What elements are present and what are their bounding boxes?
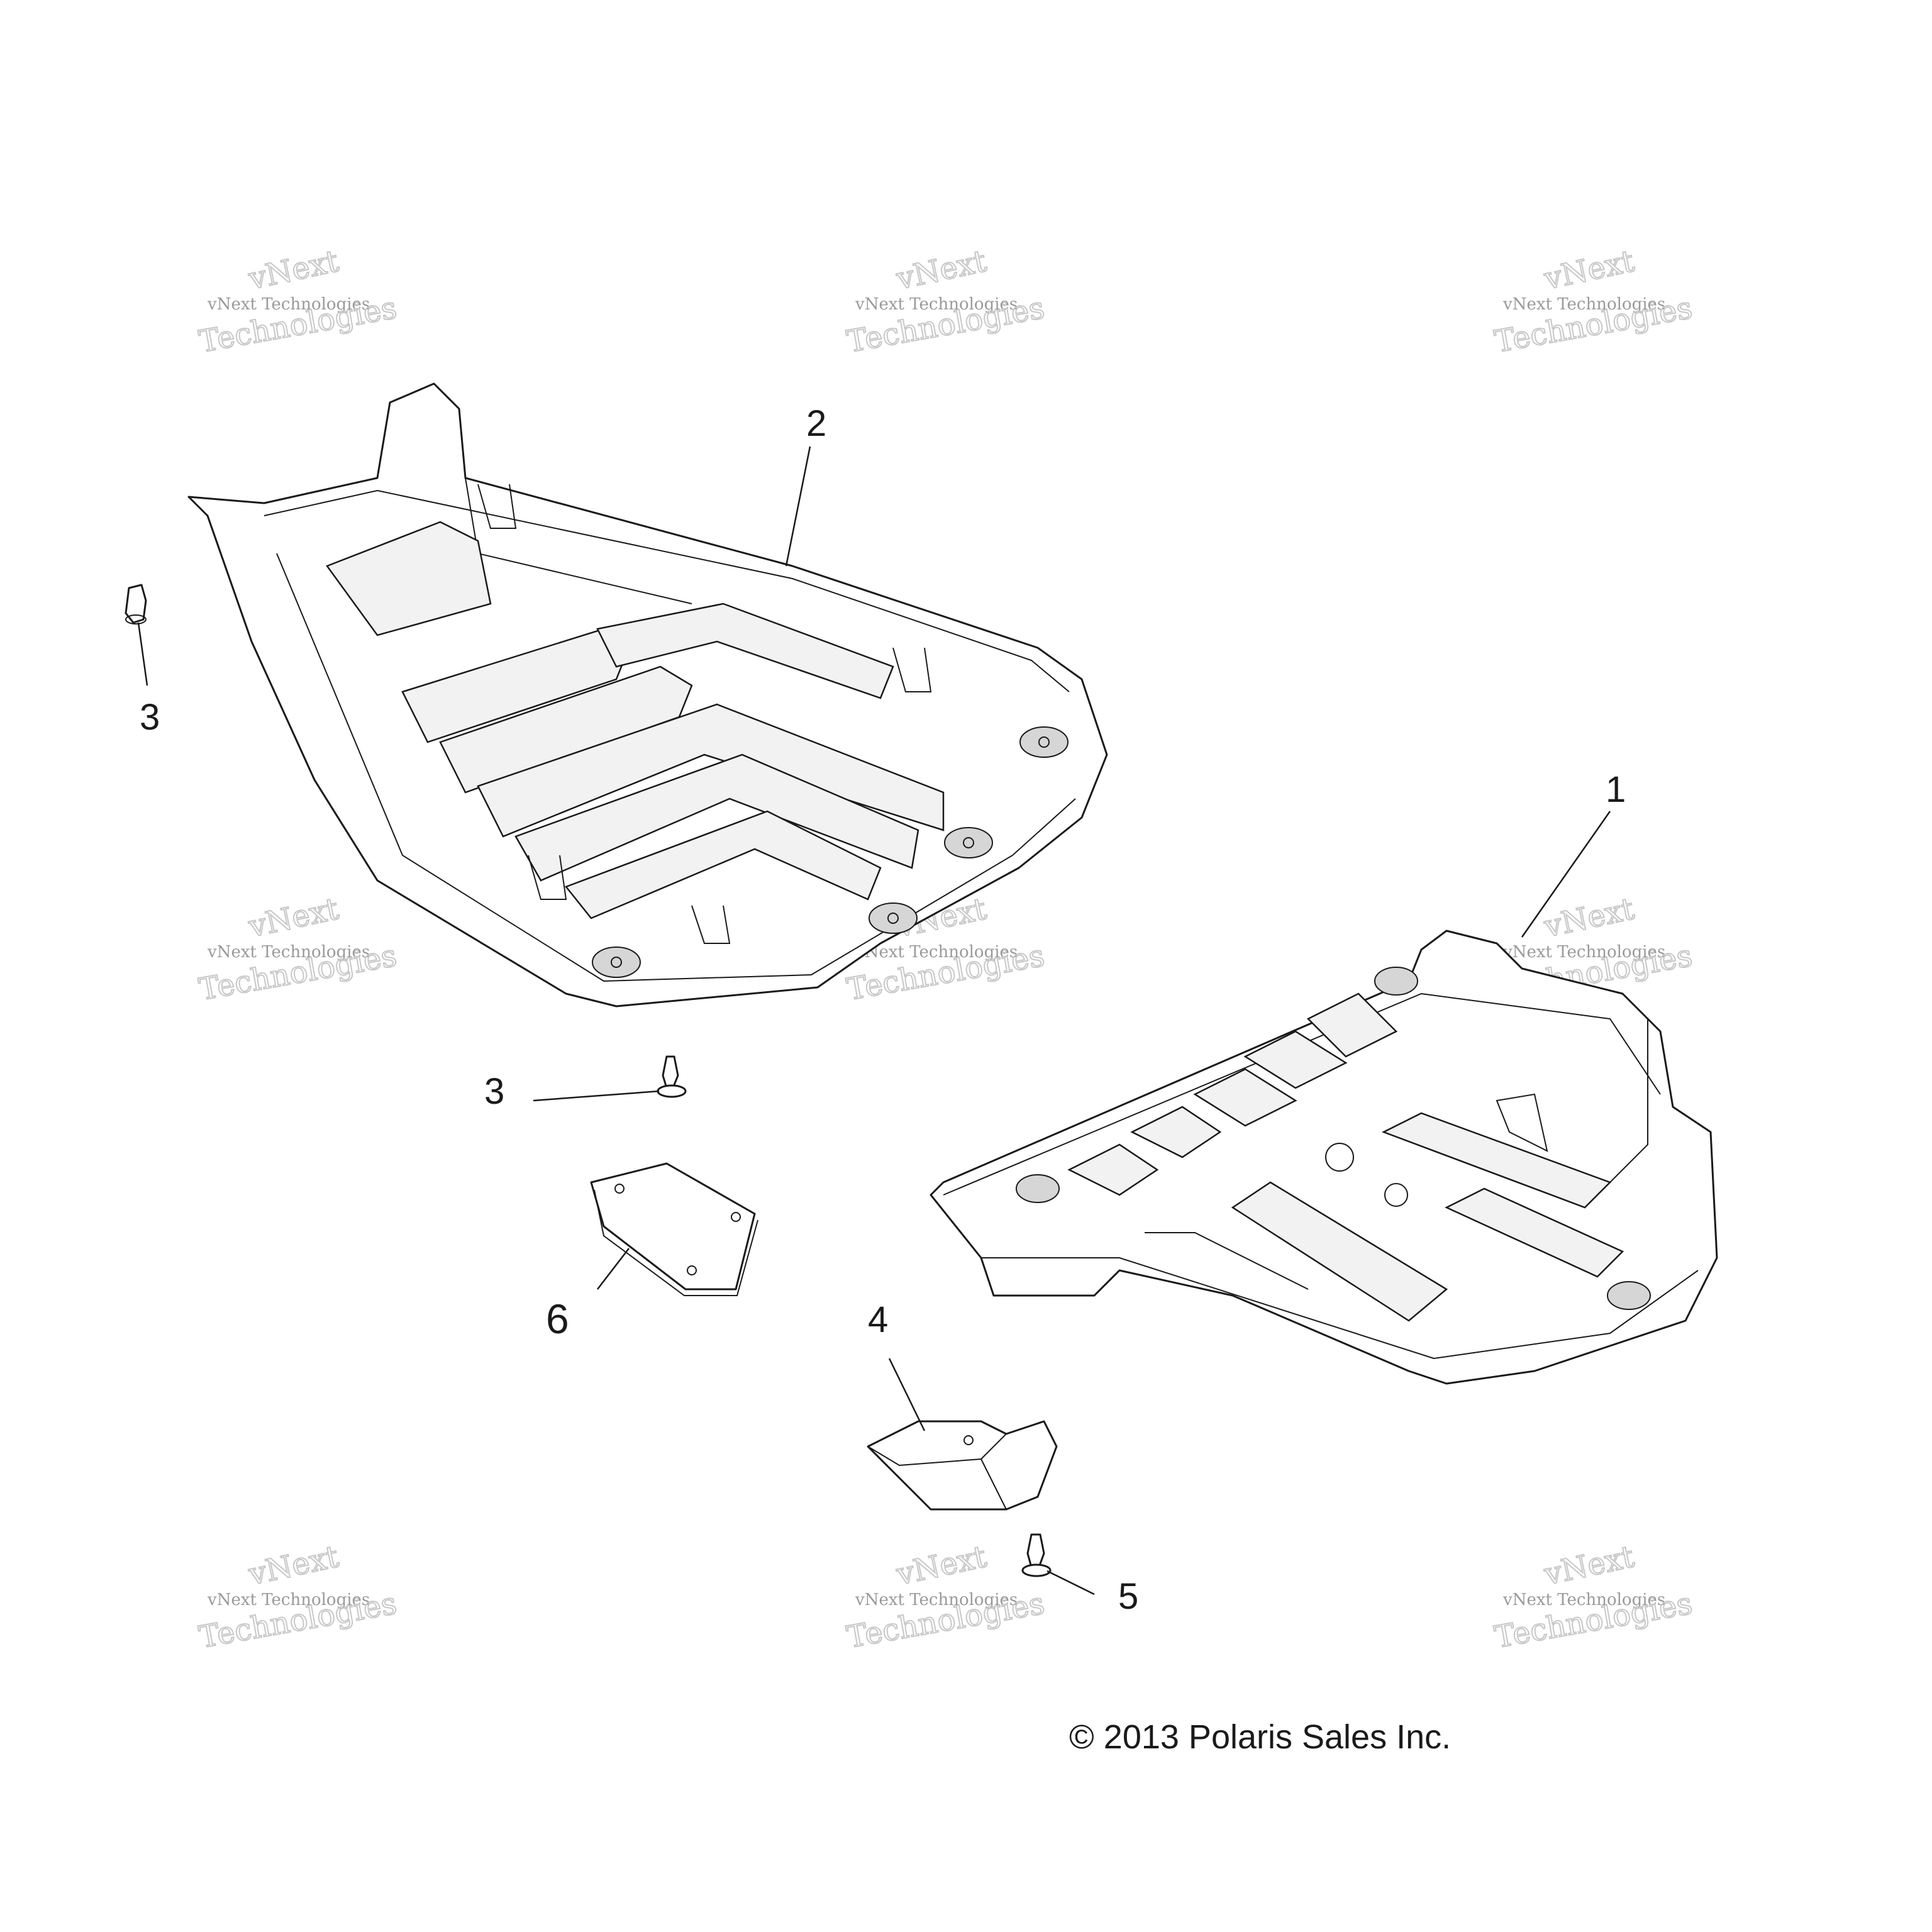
- fastener-center: [657, 1055, 687, 1098]
- watermark-text: vNext Technologies: [207, 1591, 370, 1609]
- watermark-text: vNext Technologies: [1502, 295, 1665, 314]
- watermark-text: vNext: [245, 1539, 341, 1592]
- callout-5: 5: [1118, 1576, 1138, 1617]
- skid-plate-front: [187, 382, 1108, 1008]
- watermark-text: vNext Technologies: [207, 295, 370, 314]
- watermark-text: vNext: [893, 243, 989, 297]
- callout-2: 2: [806, 403, 826, 444]
- copyright-text: © 2013 Polaris Sales Inc.: [1069, 1718, 1451, 1756]
- small-guard: [867, 1420, 1058, 1511]
- skid-plate-rear: [930, 930, 1718, 1385]
- leader-lines: [137, 446, 1611, 1596]
- watermark-text: vNext Technologies: [207, 943, 370, 962]
- watermark-text: vNext: [1541, 243, 1637, 297]
- watermark-text: vNext Technologies: [855, 1591, 1018, 1609]
- watermark-text: vNext Technologies: [855, 295, 1018, 314]
- rear-plate-ribs: [1067, 992, 1624, 1322]
- watermark-text: vNext: [893, 1539, 989, 1592]
- watermark-text: vNext Technologies: [1502, 943, 1665, 962]
- cover-plate: [590, 1162, 758, 1296]
- callout-1: 1: [1606, 769, 1626, 810]
- watermark-text: vNext Technologies: [1502, 1591, 1665, 1609]
- front-plate-ribs: [326, 521, 945, 919]
- callout-3-upper: 3: [140, 697, 160, 738]
- watermark-text: vNext: [1541, 891, 1637, 945]
- fastener-lower: [1021, 1533, 1052, 1577]
- front-plate-grommets: [592, 726, 1069, 978]
- callout-4: 4: [868, 1299, 888, 1340]
- callout-6: 6: [546, 1296, 569, 1342]
- fastener-upper-left: [125, 584, 147, 625]
- watermark-text: vNext Technologies: [855, 943, 1018, 962]
- watermark-text: vNext: [1541, 1539, 1637, 1592]
- watermark-text: vNext: [245, 891, 341, 945]
- callout-3-center: 3: [484, 1071, 504, 1112]
- watermark-text: vNext: [245, 243, 341, 297]
